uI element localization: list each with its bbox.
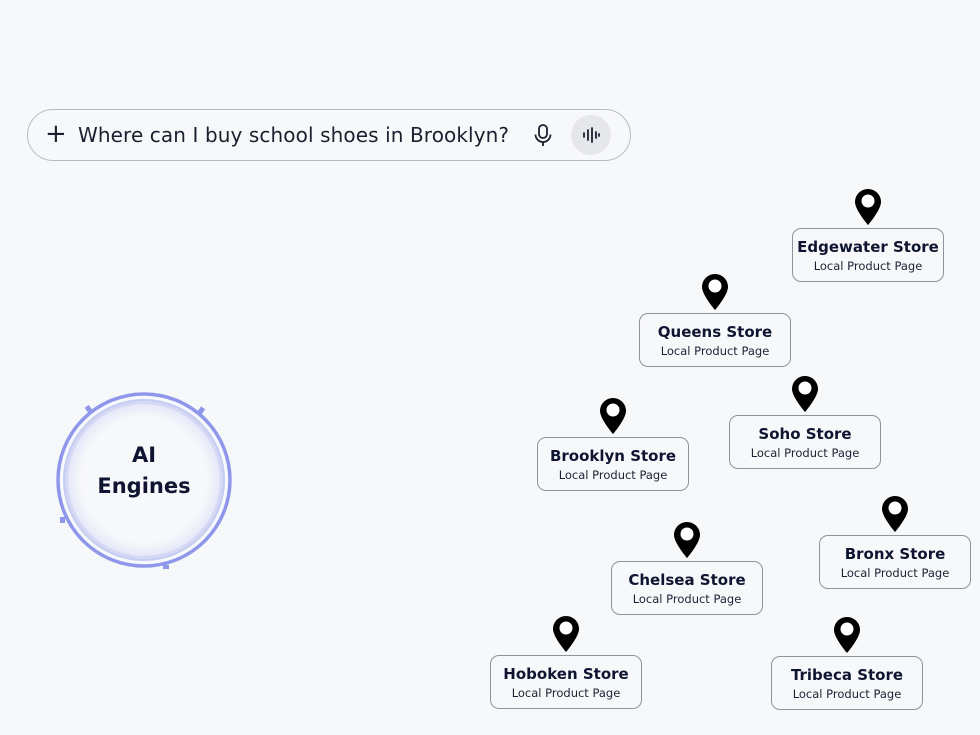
store-name: Edgewater Store <box>797 238 939 256</box>
store-subtitle: Local Product Page <box>840 566 950 580</box>
ai-engines-label: AI Engines <box>64 440 224 502</box>
store-card-hoboken[interactable]: Hoboken Store Local Product Page <box>490 655 642 709</box>
store-subtitle: Local Product Page <box>750 446 860 460</box>
store-subtitle: Local Product Page <box>511 686 621 700</box>
store-subtitle: Local Product Page <box>632 592 742 606</box>
store-name: Hoboken Store <box>503 665 629 683</box>
map-pin-icon <box>882 496 908 532</box>
store-subtitle: Local Product Page <box>813 259 923 273</box>
store-name: Tribeca Store <box>790 666 904 684</box>
search-query[interactable]: Where can I buy school shoes in Brooklyn… <box>78 123 510 147</box>
map-pin-icon <box>553 616 579 652</box>
store-name: Brooklyn Store <box>549 447 677 465</box>
store-subtitle: Local Product Page <box>792 687 902 701</box>
ai-engines-ring <box>56 392 232 569</box>
map-pin-icon <box>792 376 818 412</box>
voice-waveform-icon <box>583 127 600 143</box>
store-card-tribeca[interactable]: Tribeca Store Local Product Page <box>771 656 923 710</box>
map-pin-icon <box>702 274 728 310</box>
map-pin-icon <box>834 617 860 653</box>
store-name: Soho Store <box>758 425 852 443</box>
store-card-chelsea[interactable]: Chelsea Store Local Product Page <box>611 561 763 615</box>
plus-icon[interactable]: + <box>45 119 67 149</box>
map-pin-icon <box>674 522 700 558</box>
voice-mode-button[interactable] <box>571 115 611 155</box>
store-name: Chelsea Store <box>628 571 746 589</box>
store-name: Bronx Store <box>844 545 946 563</box>
map-pin-icon <box>855 189 881 225</box>
store-card-queens[interactable]: Queens Store Local Product Page <box>639 313 791 367</box>
store-subtitle: Local Product Page <box>660 344 770 358</box>
store-card-bronx[interactable]: Bronx Store Local Product Page <box>819 535 971 589</box>
search-bar[interactable]: + Where can I buy school shoes in Brookl… <box>27 109 631 161</box>
store-name: Queens Store <box>657 323 773 341</box>
store-card-edgewater[interactable]: Edgewater Store Local Product Page <box>792 228 944 282</box>
store-card-soho[interactable]: Soho Store Local Product Page <box>729 415 881 469</box>
ai-label-line1: AI <box>131 443 157 467</box>
microphone-icon[interactable] <box>532 124 554 148</box>
store-card-brooklyn[interactable]: Brooklyn Store Local Product Page <box>537 437 689 491</box>
ai-label-line2: Engines <box>97 474 191 498</box>
map-pin-icon <box>600 398 626 434</box>
store-subtitle: Local Product Page <box>558 468 668 482</box>
